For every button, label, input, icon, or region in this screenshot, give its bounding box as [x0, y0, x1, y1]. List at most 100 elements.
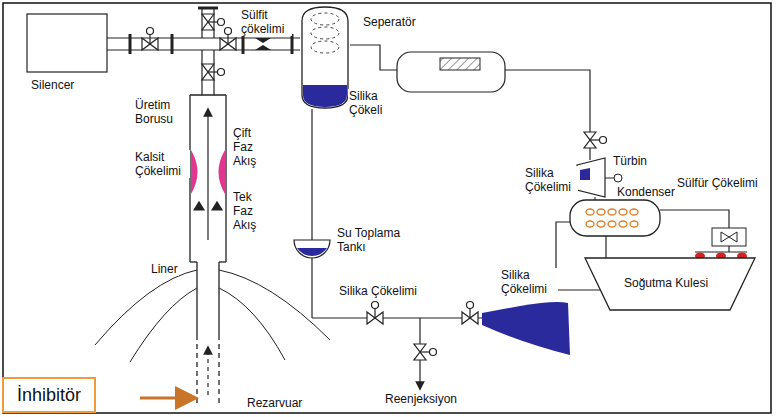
- part-label: Rezarvuar: [246, 396, 303, 410]
- condenser-coil: [630, 209, 638, 215]
- separator-vessel: SeperatörSilika Çökeli: [300, 5, 350, 109]
- production-tube: [219, 261, 226, 262]
- wellhead-pipe: [213, 8, 214, 38]
- wellhead-pipe: [201, 8, 202, 38]
- cooling-pipes: [728, 246, 729, 252]
- part-label: Silika Çökelimi: [338, 284, 418, 298]
- moisture-drum: [440, 58, 480, 70]
- tower-shell: [585, 258, 755, 310]
- turbine: [577, 158, 605, 197]
- cyclone-swirl: [311, 27, 339, 39]
- condenser-coil: [597, 221, 605, 227]
- pipe-connector: [605, 236, 606, 258]
- production-tube: [225, 95, 226, 262]
- spray-valve: [712, 228, 746, 246]
- brine-line: [311, 109, 312, 240]
- node-title: Seperatör: [362, 15, 417, 29]
- part-label: Reenjeksiyon: [384, 392, 458, 406]
- condenser-outline: [570, 200, 660, 236]
- part-label: Silika Çökelimi: [500, 268, 558, 296]
- collection-tank: [294, 240, 330, 258]
- wellhead-pipe: [107, 8, 300, 95]
- cooling-tower: Soğutma Kulesi: [585, 258, 755, 310]
- steam-line: [350, 45, 397, 70]
- production-tube: [218, 335, 219, 405]
- wellhead-pipe: [291, 34, 294, 54]
- spray-valve: [721, 232, 737, 242]
- silica-scale: [303, 85, 347, 107]
- wellhead-pipe: [242, 34, 245, 54]
- frame: [3, 3, 771, 413]
- separator-vessel-outline: [300, 5, 350, 109]
- part-label: Üretim Borusu: [134, 98, 188, 126]
- reservoir-layers: [95, 270, 197, 345]
- condenser-coil: [608, 209, 616, 215]
- geothermal-plant: [202, 64, 225, 80]
- condenser-coil: [586, 209, 594, 215]
- part-label: Sülfit çökelimi: [240, 8, 292, 36]
- node-title: Soğutma Kulesi: [623, 276, 709, 290]
- moisture-drum: [397, 52, 505, 92]
- reservoir-layers: [219, 288, 285, 360]
- part-label: Su Toplama Tankı: [336, 226, 410, 254]
- turbine: [614, 174, 622, 182]
- geothermal-plant: [142, 28, 158, 51]
- silica-discharge: [482, 302, 570, 355]
- cyclone-swirl: [311, 41, 339, 53]
- sulfite-scale: [255, 38, 271, 50]
- condenser-coil: [619, 221, 627, 227]
- condenser-coil: [630, 221, 638, 227]
- inhibitor-box: İnhibitör: [2, 377, 96, 413]
- wellhead-pipe: [201, 50, 202, 95]
- geothermal-plant: [220, 28, 236, 51]
- silencer: [27, 14, 107, 72]
- part-label: Silika Çökelimi: [524, 166, 578, 194]
- part-label: Tek Faz Akış: [232, 190, 268, 232]
- wellhead-pipe: [171, 34, 174, 54]
- geothermal-plant: [414, 344, 437, 360]
- spray-valve: [712, 228, 746, 246]
- flow-arrows: [207, 112, 208, 240]
- condenser-shell: [570, 200, 660, 236]
- cooling-pipes: [660, 210, 729, 228]
- part-label: Liner: [150, 262, 179, 276]
- node-note: Silika Çökeli: [348, 89, 396, 117]
- production-tube: [190, 261, 197, 262]
- node-title: Kondenser: [616, 185, 676, 199]
- silencer: [27, 14, 107, 72]
- brine-line: [311, 258, 312, 318]
- flow-arrows: [194, 202, 222, 210]
- flow-arrows: [194, 112, 222, 395]
- wellhead-pipe: [129, 34, 132, 54]
- condenser-coil: [619, 209, 627, 215]
- wellhead-pipe: [198, 7, 218, 10]
- part-label: Çift Faz Akış: [232, 126, 268, 168]
- production-tube: [196, 262, 197, 335]
- condenser-coil: [586, 221, 594, 227]
- condenser: Kondenser: [570, 200, 660, 236]
- inhibitor-arrow: [140, 397, 193, 400]
- geothermal-plant: [367, 302, 383, 325]
- part-label: Silencer: [30, 78, 75, 92]
- condenser-coil: [597, 209, 605, 215]
- flow-arrows: [207, 350, 208, 395]
- production-tube: [189, 95, 190, 262]
- vessel-shell: [302, 7, 348, 108]
- production-tube: [190, 95, 226, 405]
- silica-scale: [297, 248, 327, 256]
- reservoir-layers: [95, 270, 330, 362]
- reservoir-layers: [219, 270, 330, 340]
- condenser-coil: [608, 221, 616, 227]
- part-label: Türbin: [612, 154, 648, 168]
- geothermal-plant: [202, 14, 225, 30]
- production-tube: [196, 335, 197, 405]
- brine-line: [312, 109, 482, 386]
- production-tube: [190, 94, 226, 95]
- cyclone-swirl: [311, 13, 339, 25]
- reservoir-layers: [130, 288, 197, 362]
- wellhead-pipe: [107, 49, 300, 50]
- steam-line: [505, 70, 590, 160]
- geothermal-plant: [584, 132, 607, 148]
